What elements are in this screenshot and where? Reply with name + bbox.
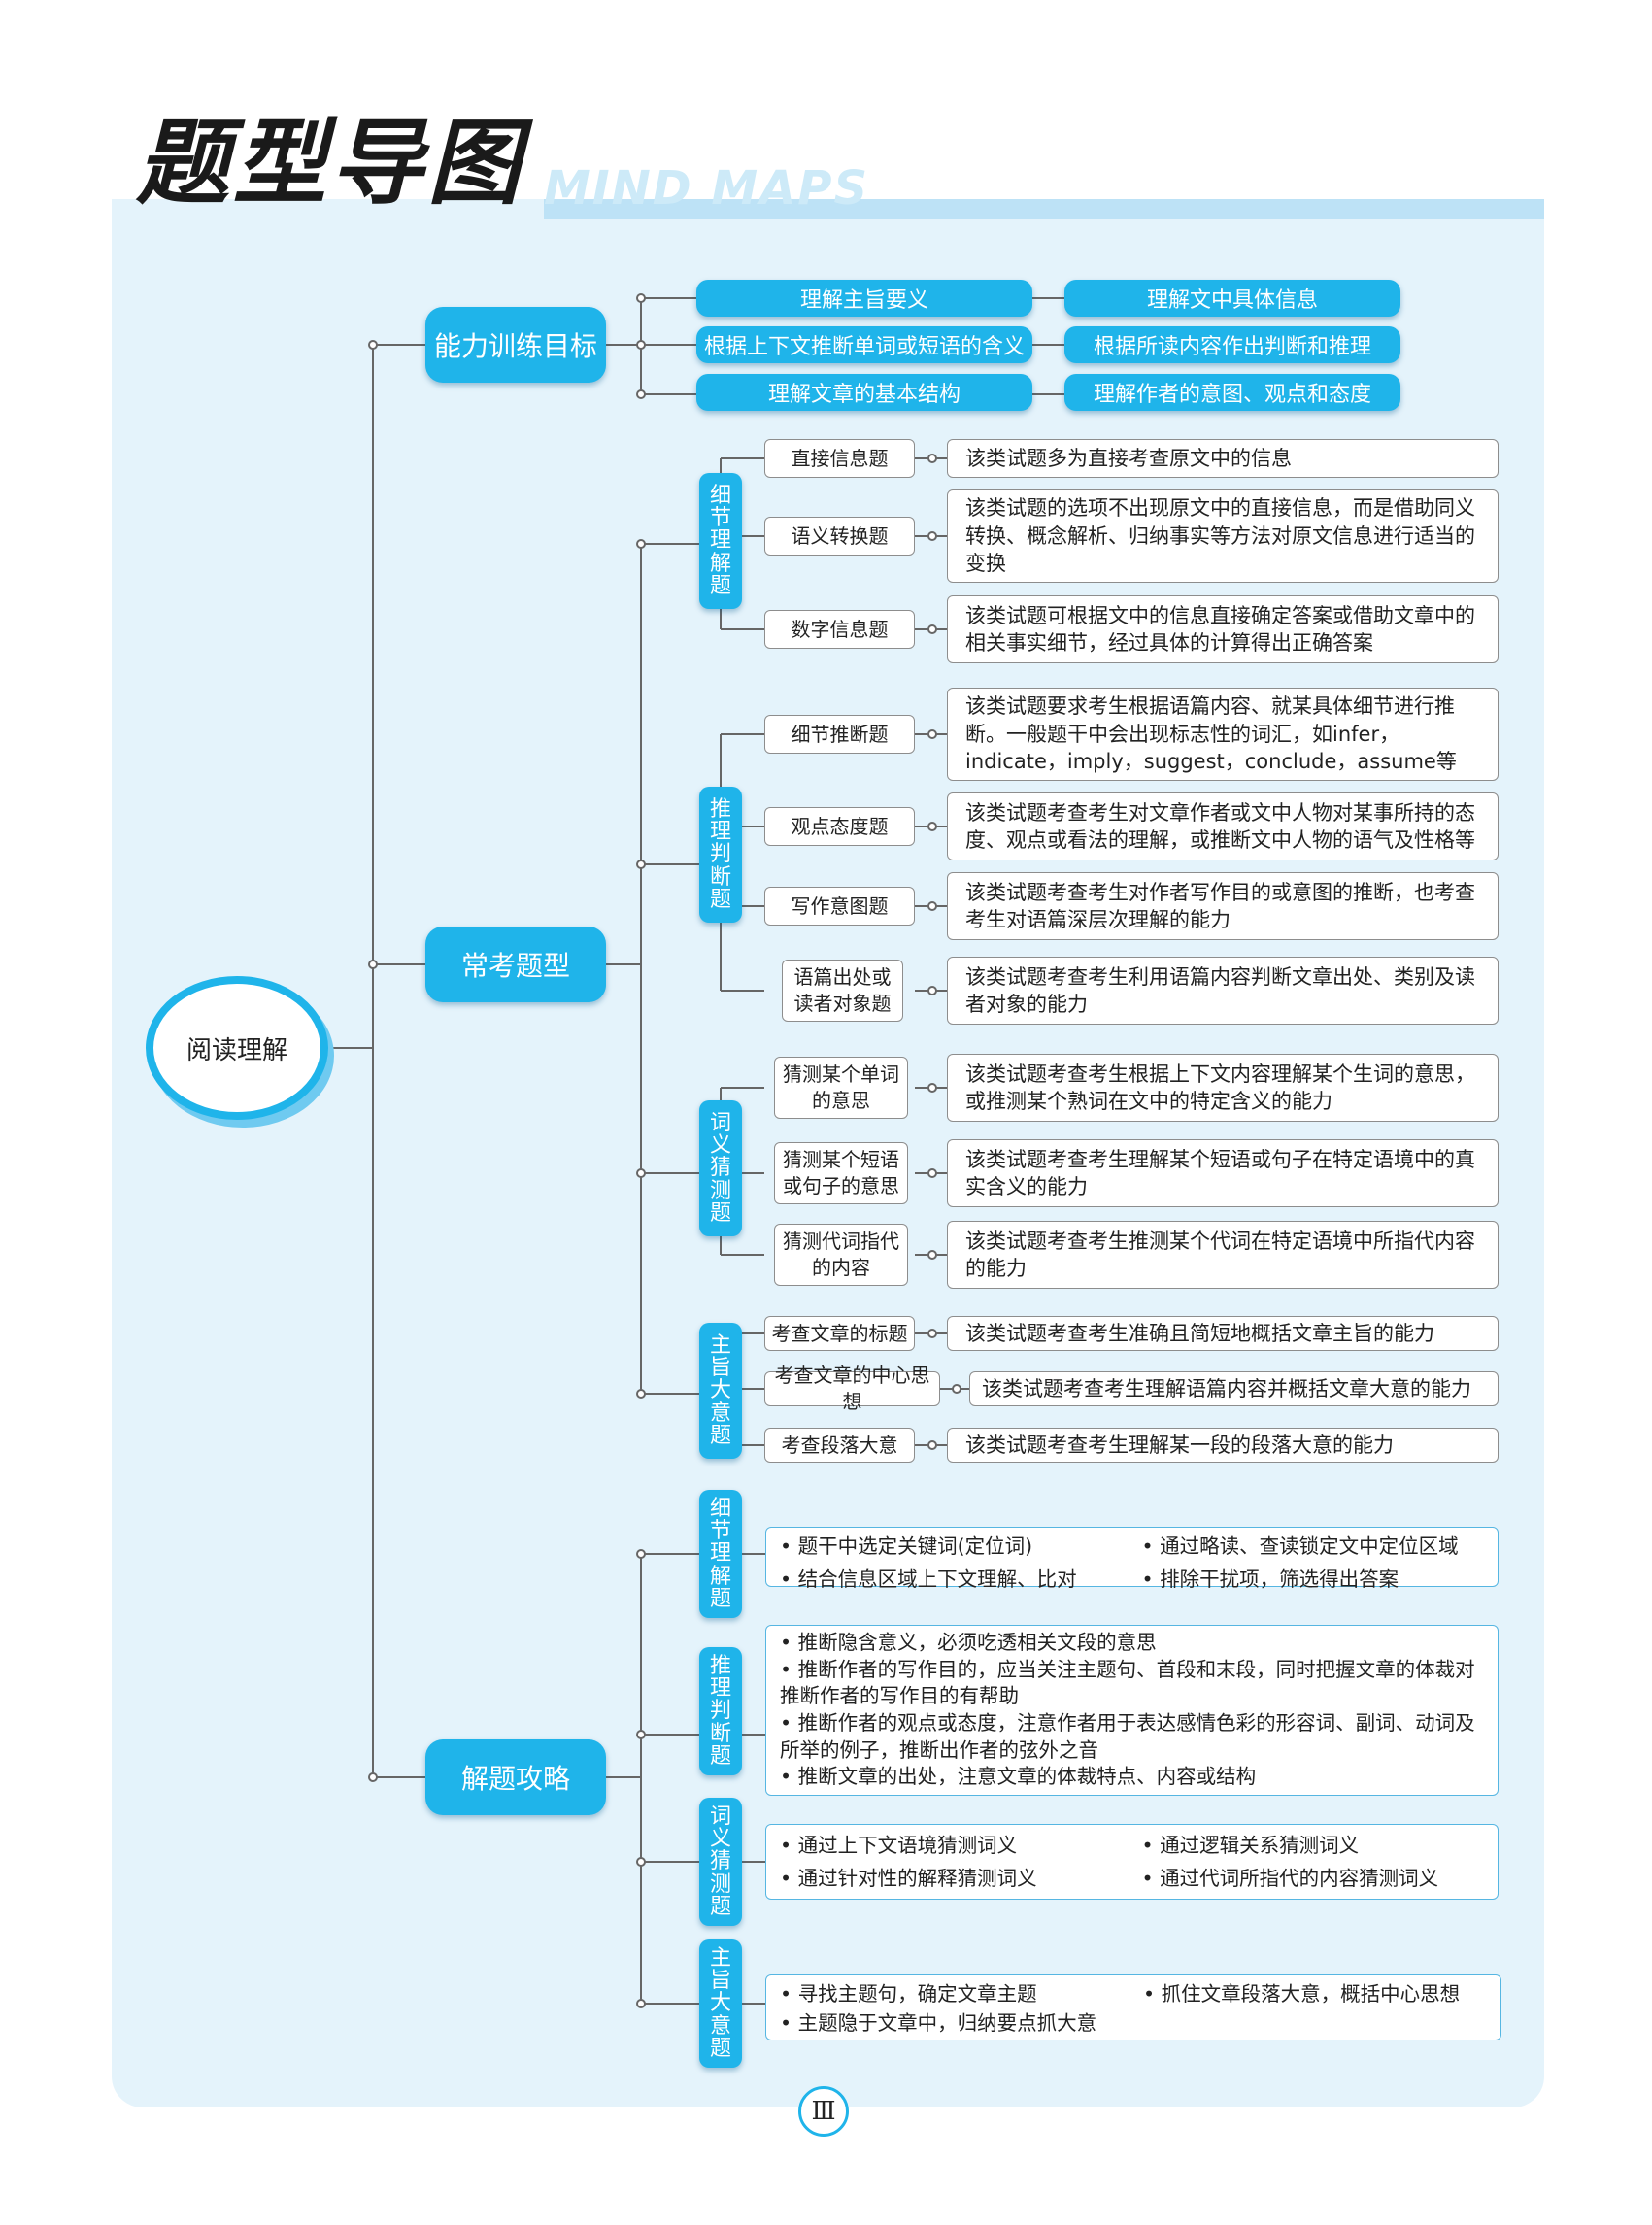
type-desc: 该类试题可根据文中的信息直接确定答案或借助文章中的相关事实细节，经过具体的计算得… bbox=[947, 595, 1499, 663]
type-name: 猜测代词指代的内容 bbox=[774, 1224, 908, 1286]
strategy-item: • 推断作者的观点或态度，注意作者用于表达感情色彩的形容词、副词、动词及所举的例… bbox=[780, 1711, 1475, 1762]
strategy-box: • 通过上下文语境猜测词义 • 通过逻辑关系猜测词义 • 通过针对性的解释猜测词… bbox=[765, 1824, 1499, 1900]
strategy-item: • 推断隐含意义，必须吃透相关文段的意思 bbox=[780, 1631, 1157, 1654]
type-desc: 该类试题考查考生理解语篇内容并概括文章大意的能力 bbox=[969, 1371, 1499, 1406]
category-types: 常考题型 bbox=[425, 927, 606, 1002]
strategy-group-word: 词义猜测题 bbox=[699, 1798, 742, 1926]
type-desc: 该类试题考查考生理解某个短语或句子在特定语境中的真实含义的能力 bbox=[947, 1139, 1499, 1207]
type-desc: 该类试题要求考生根据语篇内容、就某具体细节进行推断。一般题干中会出现标志性的词汇… bbox=[947, 688, 1499, 781]
ability-item: 理解文章的基本结构 bbox=[696, 374, 1032, 411]
type-group-inference: 推理判断题 bbox=[699, 787, 742, 923]
category-strategy: 解题攻略 bbox=[425, 1739, 606, 1815]
ability-item: 根据上下文推断单词或短语的含义 bbox=[696, 326, 1032, 363]
type-group-word: 词义猜测题 bbox=[699, 1100, 742, 1236]
type-desc: 该类试题考查考生理解某一段的段落大意的能力 bbox=[947, 1428, 1499, 1463]
type-desc: 该类试题考查考生对文章作者或文中人物对某事所持的态度、观点或看法的理解，或推断文… bbox=[947, 792, 1499, 860]
type-desc: 该类试题考查考生利用语篇内容判断文章出处、类别及读者对象的能力 bbox=[947, 957, 1499, 1025]
strategy-item: • 通过针对性的解释猜测词义 bbox=[780, 1866, 1037, 1890]
type-desc: 该类试题考查考生推测某个代词在特定语境中所指代内容的能力 bbox=[947, 1221, 1499, 1289]
type-name: 猜测某个单词的意思 bbox=[774, 1057, 908, 1119]
strategy-item: • 推断作者的写作目的，应当关注主题句、首段和末段，同时把握文章的体裁对推断作者… bbox=[780, 1657, 1475, 1708]
type-name: 观点态度题 bbox=[764, 807, 915, 846]
strategy-item: • 结合信息区域上下文理解、比对 bbox=[780, 1567, 1077, 1591]
page-subtitle: MIND MAPS bbox=[544, 161, 870, 216]
type-desc: 该类试题考查考生对作者写作目的或意图的推断，也考查考生对语篇深层次理解的能力 bbox=[947, 872, 1499, 940]
type-desc: 该类试题多为直接考查原文中的信息 bbox=[947, 439, 1499, 478]
strategy-item: • 排除干扰项，筛选得出答案 bbox=[1141, 1567, 1399, 1591]
category-ability: 能力训练目标 bbox=[425, 307, 606, 383]
strategy-box: • 寻找主题句，确定文章主题 • 抓住文章段落大意，概括中心思想 • 主题隐于文… bbox=[765, 1974, 1501, 2040]
type-group-mainidea: 主旨大意题 bbox=[699, 1323, 742, 1459]
strategy-item: • 寻找主题句，确定文章主题 bbox=[780, 1982, 1037, 2006]
type-group-detail: 细节理解题 bbox=[699, 473, 742, 609]
type-name: 写作意图题 bbox=[764, 887, 915, 926]
type-name: 数字信息题 bbox=[764, 610, 915, 649]
ability-item: 根据所读内容作出判断和推理 bbox=[1064, 326, 1400, 363]
ability-item: 理解文中具体信息 bbox=[1064, 280, 1400, 317]
strategy-item: • 通过代词所指代的内容猜测词义 bbox=[1141, 1866, 1439, 1890]
title-band bbox=[544, 199, 1544, 219]
strategy-box: • 题干中选定关键词(定位词) • 通过略读、查读锁定文中定位区域 • 结合信息… bbox=[765, 1527, 1499, 1591]
strategy-item: • 抓住文章段落大意，概括中心思想 bbox=[1143, 1982, 1461, 2006]
strategy-group-inference: 推理判断题 bbox=[699, 1647, 742, 1775]
type-name: 考查段落大意 bbox=[764, 1428, 915, 1463]
type-name: 语义转换题 bbox=[764, 517, 915, 556]
type-desc: 该类试题的选项不出现原文中的直接信息，而是借助同义转换、概念解析、归纳事实等方法… bbox=[947, 489, 1499, 583]
type-name: 考查文章的标题 bbox=[764, 1316, 915, 1351]
type-desc: 该类试题考查考生根据上下文内容理解某个生词的意思，或推测某个熟词在文中的特定含义… bbox=[947, 1054, 1499, 1122]
page-title: 题型导图 bbox=[136, 109, 524, 218]
ability-item: 理解主旨要义 bbox=[696, 280, 1032, 317]
strategy-item: • 推断文章的出处，注意文章的体裁特点、内容或结构 bbox=[780, 1765, 1257, 1789]
strategy-item: • 通过略读、查读锁定文中定位区域 bbox=[1141, 1534, 1459, 1558]
type-name: 语篇出处或读者对象题 bbox=[782, 960, 903, 1022]
strategy-item: • 通过逻辑关系猜测词义 bbox=[1141, 1834, 1360, 1857]
strategy-item: • 通过上下文语境猜测词义 bbox=[780, 1834, 1018, 1857]
page-number: Ⅲ bbox=[798, 2086, 849, 2137]
type-name: 猜测某个短语或句子的意思 bbox=[774, 1142, 908, 1204]
type-name: 细节推断题 bbox=[764, 715, 915, 754]
strategy-box: • 推断隐含意义，必须吃透相关文段的意思 • 推断作者的写作目的，应当关注主题句… bbox=[765, 1625, 1499, 1796]
ability-item: 理解作者的意图、观点和态度 bbox=[1064, 374, 1400, 411]
strategy-group-detail: 细节理解题 bbox=[699, 1490, 742, 1618]
type-name: 直接信息题 bbox=[764, 439, 915, 478]
strategy-item: • 主题隐于文章中，归纳要点抓大意 bbox=[780, 2010, 1097, 2035]
type-name: 考查文章的中心思想 bbox=[764, 1364, 940, 1413]
type-desc: 该类试题考查考生准确且简短地概括文章主旨的能力 bbox=[947, 1316, 1499, 1351]
strategy-group-mainidea: 主旨大意题 bbox=[699, 1939, 742, 2068]
strategy-item: • 题干中选定关键词(定位词) bbox=[780, 1534, 1033, 1558]
root-node: 阅读理解 bbox=[146, 976, 328, 1120]
